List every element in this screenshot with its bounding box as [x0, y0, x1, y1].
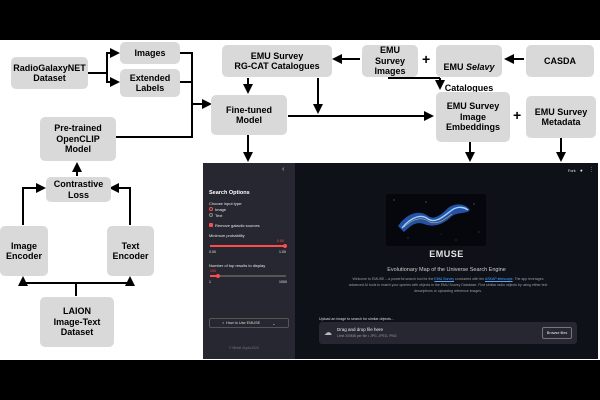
plus-sign-mid: +	[513, 107, 522, 123]
cloud-upload-icon: ☁	[324, 328, 332, 337]
arrow-dataset-to-labels	[106, 73, 120, 87]
file-dropzone[interactable]: ☁ Drag and drop file here Limit 200MB pe…	[319, 322, 577, 344]
topn-track	[210, 275, 286, 277]
box-emu-images: EMU Survey Images	[362, 45, 418, 77]
intro-line-3: descriptions or uploading reference imag…	[414, 289, 482, 293]
radio-text[interactable]	[209, 213, 213, 217]
intro-line-1: Welcome to EMUSE – a powerful search too…	[323, 277, 573, 281]
book-icon: ▪	[222, 321, 224, 325]
min-prob-value: 0.50	[277, 239, 284, 243]
plus-sign-top: +	[422, 51, 431, 67]
box-finetuned-model: Fine-tuned Model	[211, 95, 287, 135]
box-emu-embeddings: EMU Survey Image Embeddings	[436, 92, 510, 142]
browse-files-button[interactable]: Browse files	[542, 327, 572, 339]
topn-handle[interactable]	[216, 273, 220, 278]
radio-galaxy-graphic	[393, 199, 480, 241]
askap-telescope-link[interactable]: ASKAP telescope	[485, 277, 513, 281]
min-prob-label: Minimum probability	[209, 233, 245, 238]
box-emu-rgcat: EMU Survey RG-CAT Catalogues	[222, 45, 332, 77]
emu-survey-link[interactable]: EMU Survey	[434, 277, 455, 281]
topn-label: Number of top results to display	[209, 263, 266, 268]
app-title: EMUSE	[429, 249, 464, 259]
sidebar-collapse-icon[interactable]: ‹	[282, 166, 285, 173]
remove-galactic-label: Remove galactic sources	[215, 223, 260, 228]
box-emu-metadata: EMU Survey Metadata	[526, 96, 596, 138]
topn-max: 1000	[279, 280, 287, 284]
arrow-imgenc-to-loss	[22, 183, 46, 225]
radio-image-label: Image	[215, 207, 227, 212]
arrow-dataset-to-images	[88, 48, 120, 74]
intro-line-2: advanced AI tools to match your queries …	[348, 283, 548, 287]
selavy-italic: Selavy	[465, 62, 495, 73]
box-casda: CASDA	[526, 45, 594, 77]
topn-min: 1	[209, 280, 211, 284]
emuse-app-screenshot: ‹ Search Options Choose input type: Imag…	[203, 163, 598, 359]
how-to-use-expander[interactable]: ▪ How to Use EMUSE ⌄	[209, 318, 289, 328]
box-images: Images	[120, 42, 180, 64]
menu-icon[interactable]: ⋮	[589, 167, 594, 173]
sidebar-title: Search Options	[209, 190, 250, 196]
emuse-banner-image	[386, 194, 486, 246]
box-image-encoder: Image Encoder	[0, 226, 48, 276]
box-text-encoder: Text Encoder	[107, 226, 154, 276]
app-subtitle: Evolutionary Map of the Universe Search …	[387, 267, 506, 273]
radio-text-label: Text	[215, 213, 223, 218]
arrow-laion-to-encoders	[18, 276, 77, 296]
box-extended-labels: Extended Labels	[120, 69, 180, 97]
min-prob-min: 0.00	[209, 250, 216, 254]
intro-text-b: conducted with the	[454, 277, 485, 281]
fork-button[interactable]: Fork	[568, 169, 576, 173]
topn-value: 100	[210, 269, 216, 273]
sidebar: ‹ Search Options Choose input type: Imag…	[203, 163, 295, 359]
radio-image[interactable]	[209, 207, 213, 211]
chevron-down-icon: ⌄	[272, 321, 276, 326]
sidebar-footer: © Nikhel Gupta 2024	[229, 346, 259, 350]
upload-label: Upload an image to search for similar ob…	[319, 317, 394, 321]
arrow-images-to-finetune	[180, 52, 193, 104]
intro-text-a: Welcome to EMUSE – a powerful search too…	[352, 277, 435, 281]
box-pretrained-openclip: Pre-trained OpenCLIP Model	[40, 117, 116, 161]
input-type-label: Choose input type:	[209, 201, 243, 206]
drop-limit: Limit 200MB per file • JPG, JPEG, PNG	[337, 334, 397, 338]
min-prob-max: 1.00	[279, 250, 286, 254]
remove-galactic-checkbox[interactable]	[209, 223, 213, 227]
selavy-suffix: Catalogues	[444, 83, 494, 94]
box-radiogalaxynet: RadioGalaxyNET Dataset	[11, 57, 88, 89]
box-emu-selavy: EMU Selavy Catalogues	[436, 45, 502, 93]
how-to-label: How to Use EMUSE	[225, 321, 261, 325]
box-laion: LAION Image-Text Dataset	[40, 297, 114, 347]
topn-fill	[210, 275, 218, 277]
min-prob-fill	[210, 245, 286, 247]
selavy-prefix: EMU	[443, 62, 466, 73]
diagram-canvas: RadioGalaxyNET Dataset Images Extended L…	[0, 40, 600, 360]
intro-text-c: . The app leverages	[512, 277, 544, 281]
arrow-txtenc-to-loss	[109, 183, 131, 225]
github-icon[interactable]: ●	[580, 168, 583, 173]
min-prob-handle[interactable]	[283, 243, 287, 248]
box-contrastive-loss: Contrastive Loss	[46, 177, 111, 202]
drop-title: Drag and drop file here	[337, 327, 384, 332]
arrow-openclip-to-finetune	[116, 99, 212, 138]
arrow-laion-to-text	[76, 276, 135, 286]
